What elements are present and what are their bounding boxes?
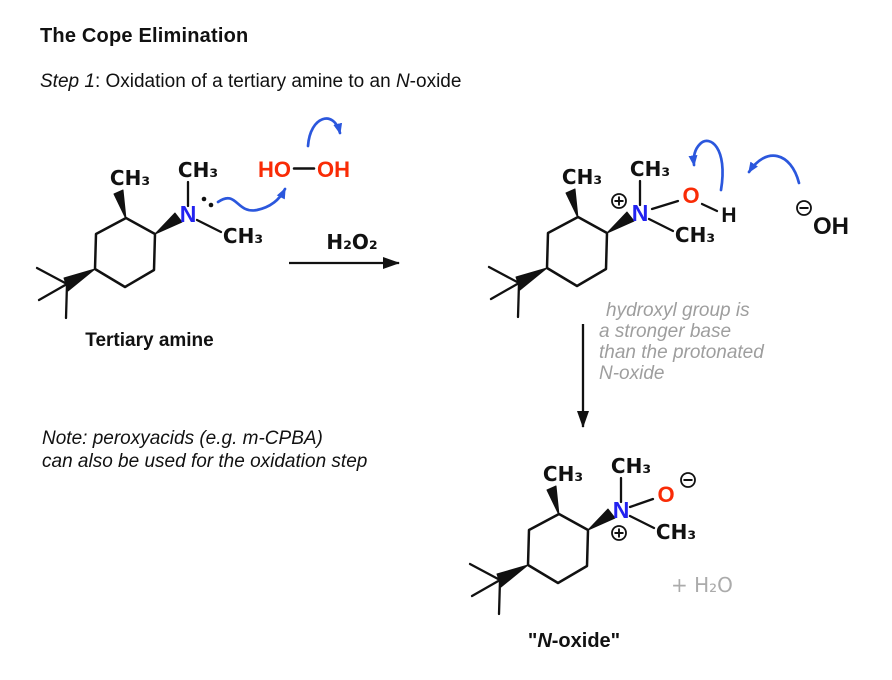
bond-n-o-product: [628, 497, 655, 509]
h2o2-reagent-label: H₂O₂: [326, 230, 377, 254]
page-title: The Cope Elimination: [40, 25, 249, 47]
hydroxide-label: OH: [813, 213, 849, 240]
hydrogen-label: H: [721, 204, 736, 227]
plus-charge-icon-product: [611, 525, 627, 541]
structure-tertiary-amine: [35, 156, 265, 320]
curved-arrow-oo-to-oh: [306, 117, 343, 148]
step-body: : Oxidation of a tertiary amine to an: [94, 71, 396, 92]
oxygen-label-top: O: [682, 183, 699, 208]
water-byproduct-label: + H₂O: [671, 573, 733, 597]
plus-charge-icon: [611, 193, 627, 209]
lone-pair-dot-1: [201, 196, 207, 202]
basicity-annotation: hydroxyl group is a stronger base than t…: [599, 300, 764, 384]
product-quote-open: ": [527, 630, 538, 652]
note-line-2: can also be used for the oxidation step: [42, 451, 368, 472]
product-n-italic: N: [537, 630, 552, 652]
note-line-1: Note: peroxyacids (e.g. m-CPBA): [42, 428, 323, 449]
product-caption-tail: -oxide": [551, 630, 621, 652]
step-n-italic: N: [395, 71, 410, 92]
oxygen-label-product: O: [657, 482, 674, 507]
lone-pair-dot-2: [208, 202, 214, 208]
annotation-line-1: hydroxyl group is: [606, 300, 750, 321]
annotation-line-3: than the protonated: [599, 342, 764, 363]
structure-protonated-n-oxide: [487, 155, 717, 319]
step-tail: -oxide: [409, 71, 462, 92]
annotation-line-2: a stronger base: [599, 321, 732, 342]
peroxide-ho-label: HO: [258, 157, 291, 182]
step-heading: Step 1: Oxidation of a tertiary amine to…: [40, 71, 461, 93]
annotation-line-4: N-oxide: [599, 363, 665, 384]
note-text: Note: peroxyacids (e.g. m-CPBA) can also…: [42, 427, 367, 473]
step-label: Step 1: [40, 71, 95, 92]
product-caption: "N-oxide": [508, 630, 640, 653]
bond-n-o-top: [650, 199, 680, 211]
peroxide-oh-label: OH: [317, 157, 350, 182]
minus-charge-icon: [796, 200, 812, 216]
curved-arrow-hydroxide-to-h: [747, 154, 801, 185]
bond-o-h: [700, 202, 719, 213]
structure-n-oxide-product: [468, 452, 698, 616]
curved-arrow-oh-bond-to-o: [688, 139, 724, 192]
curved-arrow-lonepair-to-ho: [216, 187, 287, 212]
reactant-caption: Tertiary amine: [85, 330, 214, 351]
minus-charge-icon-product: [680, 472, 696, 488]
